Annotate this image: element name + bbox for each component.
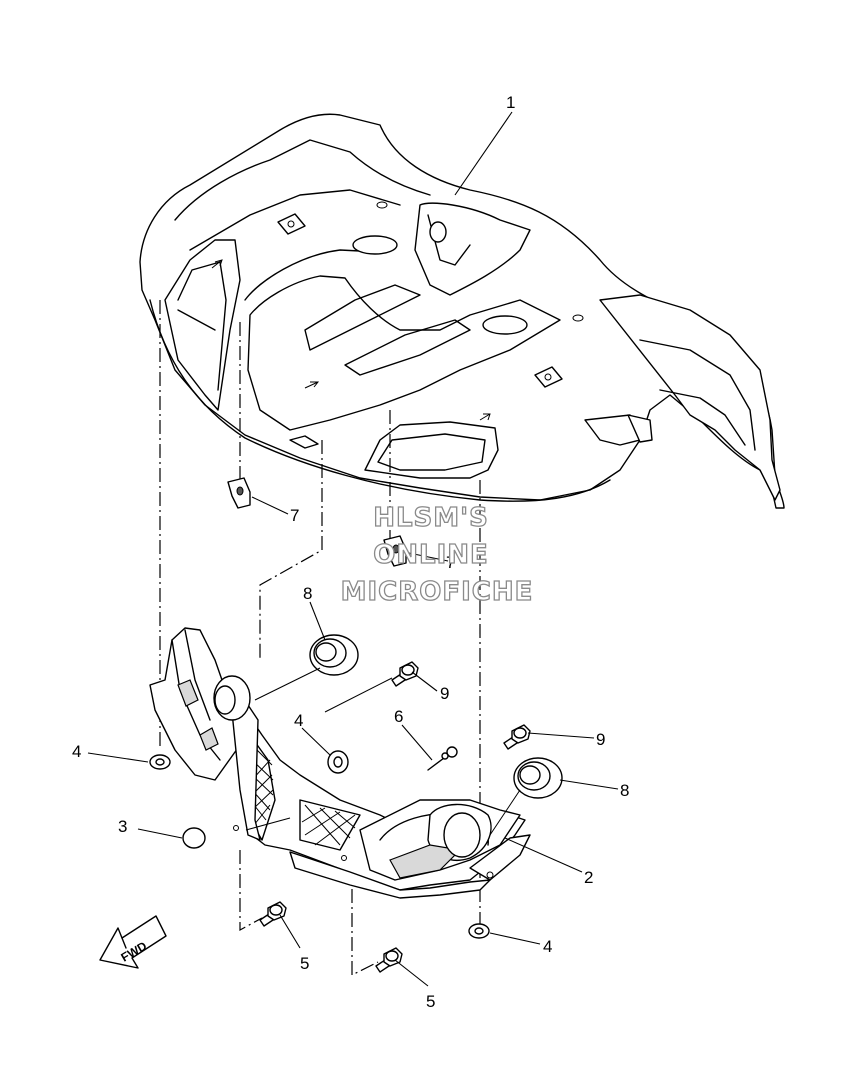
grommet-upper [309,634,359,676]
washer-4-left [149,754,171,770]
bolt-9-upper [391,661,419,687]
callout-1: 1 [506,93,515,112]
watermark-line-2: ONLINE [373,540,489,570]
callout-2: 2 [584,868,593,887]
u-clip-center [383,535,407,567]
watermark: HLSM'S ONLINE MICROFICHE [340,502,534,607]
pin-6 [427,746,458,771]
fwd-arrow: FWD [99,915,167,969]
callout-5-left: 5 [300,954,309,973]
u-clip-left [227,477,251,509]
callout-7-center: 7 [446,553,455,572]
callout-4-left: 4 [72,742,81,761]
front-guard [149,627,531,899]
washer-4-center [327,750,349,774]
bolt-5-left [259,901,287,927]
callout-9-upper: 9 [440,684,449,703]
callout-3: 3 [118,817,127,836]
callout-7-left: 7 [290,506,299,525]
callout-8-lower: 8 [620,781,629,800]
plug-3 [182,827,206,849]
callout-5-right: 5 [426,992,435,1011]
washer-4-right [468,923,490,939]
bolt-9-lower [503,724,531,750]
leader-lines [87,111,619,987]
callout-4-center: 4 [294,711,303,730]
callout-labels: 1 2 3 4 4 4 5 5 6 7 7 8 8 9 9 [72,93,629,1011]
callout-9-lower: 9 [596,730,605,749]
bolt-5-right [375,947,403,973]
assembly-lines [159,300,481,976]
watermark-line-3: MICROFICHE [341,577,534,607]
watermark-line-1: HLSM'S [373,503,489,533]
callout-4-right: 4 [543,937,552,956]
callout-6: 6 [394,707,403,726]
callout-8-upper: 8 [303,584,312,603]
grommet-lower [513,757,563,799]
front-fender [139,113,785,509]
